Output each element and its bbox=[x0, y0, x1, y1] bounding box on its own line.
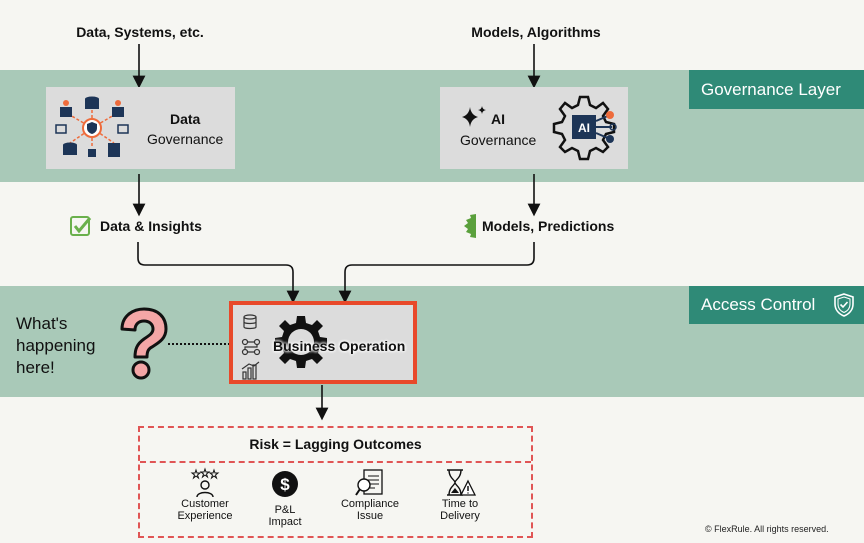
risk-item-pnl-line1: P&L bbox=[274, 504, 296, 516]
ai-governance-box: AI Governance AI bbox=[440, 87, 628, 169]
database-icon bbox=[243, 314, 257, 330]
question-mark-icon bbox=[120, 307, 168, 380]
risk-item-customer-line1: Customer bbox=[181, 498, 229, 510]
business-operation-box: Business Operation bbox=[229, 301, 417, 384]
data-governance-box: Data Governance bbox=[46, 87, 235, 169]
risk-item-delivery-line1: Time to bbox=[441, 498, 479, 510]
ai-gear-chip-icon: AI bbox=[552, 95, 617, 161]
connector-predictions bbox=[338, 242, 535, 304]
risk-item-customer-line2: Experience bbox=[177, 510, 233, 522]
data-insights-label: Data & Insights bbox=[100, 218, 202, 234]
data-governance-subtitle: Governance bbox=[147, 131, 224, 147]
models-predictions-label: Models, Predictions bbox=[482, 218, 615, 234]
data-governance-title: Data bbox=[170, 111, 201, 127]
models-algorithms-label: Models, Algorithms bbox=[471, 24, 601, 40]
shield-check-icon bbox=[834, 293, 854, 317]
question-line-3: here! bbox=[16, 358, 55, 377]
process-flow-icon bbox=[241, 338, 261, 356]
risk-item-compliance: Compliance Issue bbox=[325, 468, 415, 522]
data-systems-label: Data, Systems, etc. bbox=[76, 24, 204, 40]
risk-title: Risk = Lagging Outcomes bbox=[249, 436, 422, 452]
risk-box: Risk = Lagging Outcomes Customer Experie… bbox=[138, 426, 533, 538]
sparkle-icon bbox=[462, 106, 486, 127]
risk-item-pnl: $ P&L Impact bbox=[245, 470, 325, 528]
risk-item-compliance-line2: Issue bbox=[356, 510, 384, 522]
dollar-icon: $ bbox=[272, 471, 298, 497]
access-control-tag: Access Control bbox=[689, 286, 864, 324]
operation-gear-icon bbox=[275, 316, 327, 368]
risk-divider bbox=[140, 461, 531, 463]
risk-item-customer: Customer Experience bbox=[160, 467, 250, 522]
governance-layer-label: Governance Layer bbox=[701, 79, 841, 99]
risk-item-delivery: Time to Delivery bbox=[410, 468, 510, 522]
data-network-icon bbox=[55, 96, 129, 157]
copyright-text: © FlexRule. All rights reserved. bbox=[705, 524, 829, 534]
governance-layer-tag: Governance Layer bbox=[689, 70, 864, 109]
checkmark-icon bbox=[70, 216, 92, 236]
ai-governance-title: AI bbox=[491, 111, 505, 127]
question-text: What's happening here! bbox=[16, 313, 95, 379]
svg-text:$: $ bbox=[280, 475, 290, 494]
bar-chart-icon bbox=[241, 361, 260, 380]
compliance-doc-icon bbox=[355, 469, 383, 496]
model-gear-icon bbox=[464, 214, 476, 238]
question-line-1: What's bbox=[16, 314, 68, 333]
risk-item-compliance-line1: Compliance bbox=[340, 498, 400, 510]
question-line-2: happening bbox=[16, 336, 96, 355]
access-control-label: Access Control bbox=[701, 295, 816, 314]
ai-chip-label: AI bbox=[578, 121, 590, 135]
risk-item-delivery-line2: Delivery bbox=[440, 510, 480, 522]
ai-governance-subtitle: Governance bbox=[460, 132, 537, 148]
customer-rating-icon bbox=[190, 467, 220, 498]
connector-insights bbox=[137, 242, 300, 304]
business-operation-label: Business Operation bbox=[273, 338, 406, 354]
risk-item-pnl-line2: Impact bbox=[268, 516, 302, 528]
hourglass-warning-icon bbox=[447, 469, 477, 496]
